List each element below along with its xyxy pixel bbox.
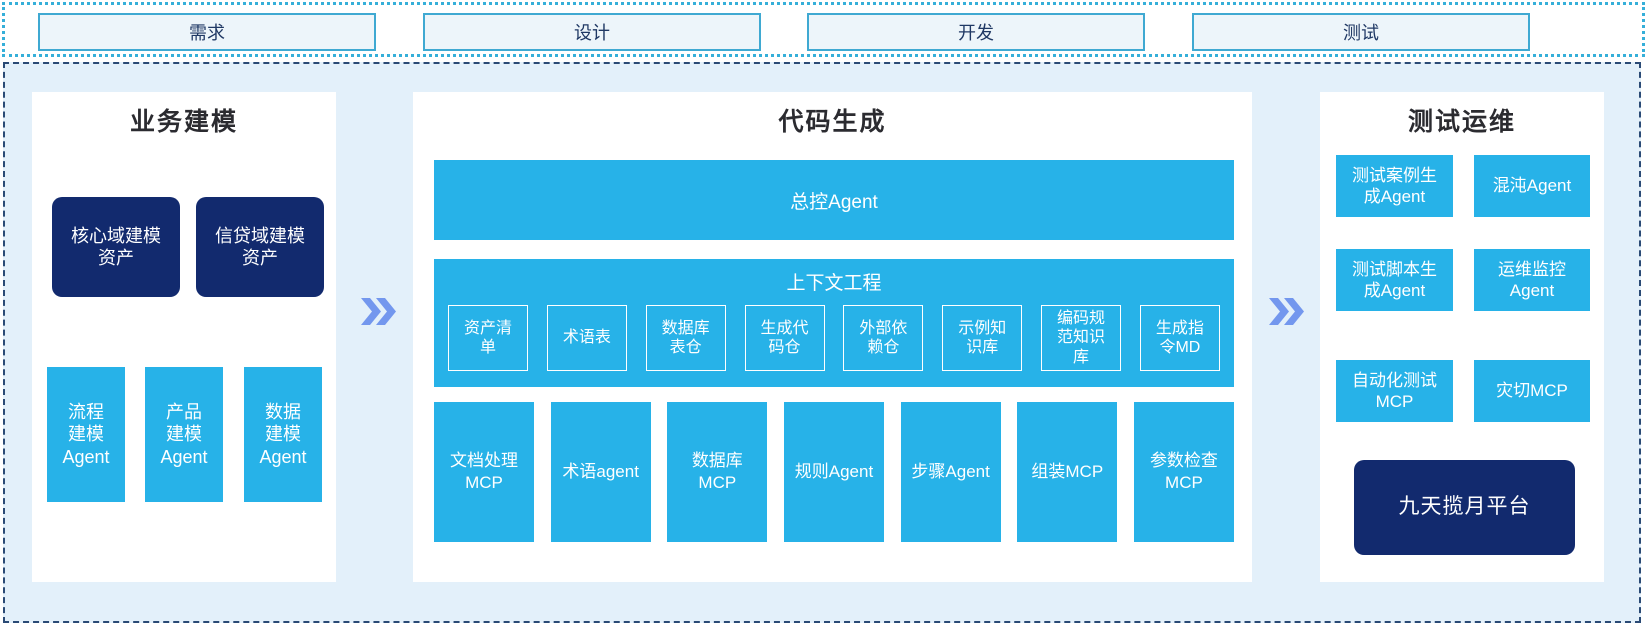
panel-title-business-modeling: 业务建模 xyxy=(129,108,238,136)
context-items-row: 资产清 单 术语表 数据库 表仓 生成代 码仓 外部依 赖仓 示例知 识库 编码… xyxy=(448,305,1220,375)
testops-box-ops-monitor-agent: 运维监控 Agent xyxy=(1474,249,1590,311)
phase-requirements: 需求 xyxy=(38,13,376,51)
tools-row: 文档处理 MCP 术语agent 数据库 MCP 规则Agent 步骤Agent… xyxy=(434,402,1234,542)
context-item-gen-code-repo: 生成代 码仓 xyxy=(744,305,825,371)
master-agent-bar: 总控Agent xyxy=(434,160,1234,240)
agent-box-data-modeling: 数据 建模 Agent xyxy=(244,367,322,502)
double-chevron-right-icon xyxy=(361,298,396,325)
context-item-example-kb: 示例知 识库 xyxy=(942,305,1023,371)
tool-doc-processing-mcp: 文档处理 MCP xyxy=(434,402,534,542)
panel-business-modeling: 业务建模 核心域建模 资产 信贷域建模 资产 流程 建模 Agent 产品 建模… xyxy=(32,92,336,582)
asset-box-credit-domain: 信贷域建模 资产 xyxy=(196,197,324,297)
testops-box-test-case-gen-agent: 测试案例生 成Agent xyxy=(1336,155,1453,217)
asset-box-core-domain: 核心域建模 资产 xyxy=(52,197,180,297)
double-chevron-right-icon xyxy=(1269,298,1304,325)
phase-development: 开发 xyxy=(807,13,1145,51)
testops-box-chaos-agent: 混沌Agent xyxy=(1474,155,1590,217)
tool-param-check-mcp: 参数检查 MCP xyxy=(1133,402,1234,542)
context-engineering-section: 上下文工程 资产清 单 术语表 数据库 表仓 生成代 码仓 外部依 赖仓 示例知… xyxy=(434,259,1234,387)
panel-test-ops: 测试运维 测试案例生 成Agent 混沌Agent 测试脚本生 成Agent 运… xyxy=(1320,92,1604,582)
tool-database-mcp: 数据库 MCP xyxy=(667,402,768,542)
tool-glossary-agent: 术语agent xyxy=(550,402,651,542)
platform-box-jiutian-lanyue: 九天揽月平台 xyxy=(1354,460,1575,555)
testops-box-disaster-switch-mcp: 灾切MCP xyxy=(1474,360,1590,422)
phase-testing: 测试 xyxy=(1192,13,1530,51)
context-item-gen-instruction-md: 生成指 令MD xyxy=(1139,305,1220,371)
agent-box-process-modeling: 流程 建模 Agent xyxy=(47,367,125,502)
panel-title-test-ops: 测试运维 xyxy=(1407,108,1516,136)
context-item-db-table-repo: 数据库 表仓 xyxy=(645,305,726,371)
panel-code-generation: 代码生成 总控Agent 上下文工程 资产清 单 术语表 数据库 表仓 生成代 … xyxy=(413,92,1252,582)
agent-box-product-modeling: 产品 建模 Agent xyxy=(145,367,223,502)
pipeline-container: 业务建模 核心域建模 资产 信贷域建模 资产 流程 建模 Agent 产品 建模… xyxy=(3,62,1641,623)
context-engineering-title: 上下文工程 xyxy=(786,273,882,294)
panel-title-code-generation: 代码生成 xyxy=(778,108,887,136)
context-item-coding-standard-kb: 编码规 范知识 库 xyxy=(1041,305,1122,371)
phase-design: 设计 xyxy=(423,13,761,51)
tool-rule-agent: 规则Agent xyxy=(783,402,884,542)
context-item-asset-list: 资产清 单 xyxy=(448,305,528,371)
tool-assembly-mcp: 组装MCP xyxy=(1017,402,1118,542)
context-item-glossary: 术语表 xyxy=(546,305,627,371)
testops-box-auto-test-mcp: 自动化测试 MCP xyxy=(1336,360,1453,422)
context-item-ext-dependency: 外部依 赖仓 xyxy=(843,305,924,371)
testops-box-test-script-gen-agent: 测试脚本生 成Agent xyxy=(1336,249,1453,311)
phase-strip: 需求 设计 开发 测试 xyxy=(2,2,1645,57)
tool-step-agent: 步骤Agent xyxy=(900,402,1001,542)
